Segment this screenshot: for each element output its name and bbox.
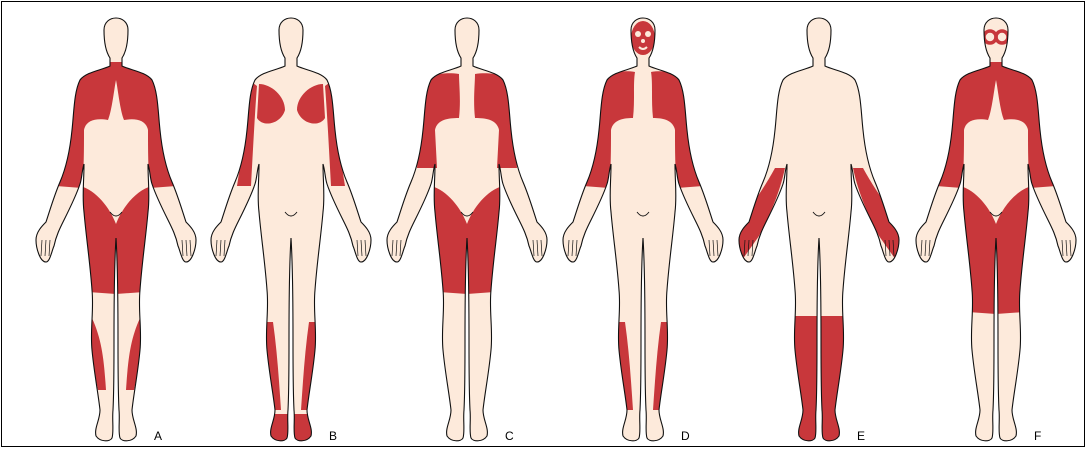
figure-label: A: [154, 429, 162, 443]
figure-f: F: [916, 18, 1076, 443]
figure-label: F: [1034, 429, 1041, 443]
figure-a: A: [36, 18, 196, 443]
face-eye: [645, 31, 651, 37]
figure-d: D: [563, 18, 723, 443]
figure-label: C: [505, 429, 514, 443]
face-eye: [635, 31, 641, 37]
figure-b: B: [211, 18, 371, 443]
affected-region-feet: [269, 414, 313, 442]
figure-label: E: [857, 429, 865, 443]
figure-e: E: [735, 18, 903, 443]
figure-label: D: [681, 429, 690, 443]
affected-region-feet: [797, 414, 841, 442]
figure-label: B: [329, 429, 337, 443]
affected-region-lowerLegsSides: [264, 322, 317, 410]
affected-region-lowerLegsSides: [616, 322, 669, 410]
figure-c: C: [387, 18, 547, 443]
face-nose: [641, 39, 645, 43]
affected-region-lowerLegsFull: [791, 316, 847, 440]
